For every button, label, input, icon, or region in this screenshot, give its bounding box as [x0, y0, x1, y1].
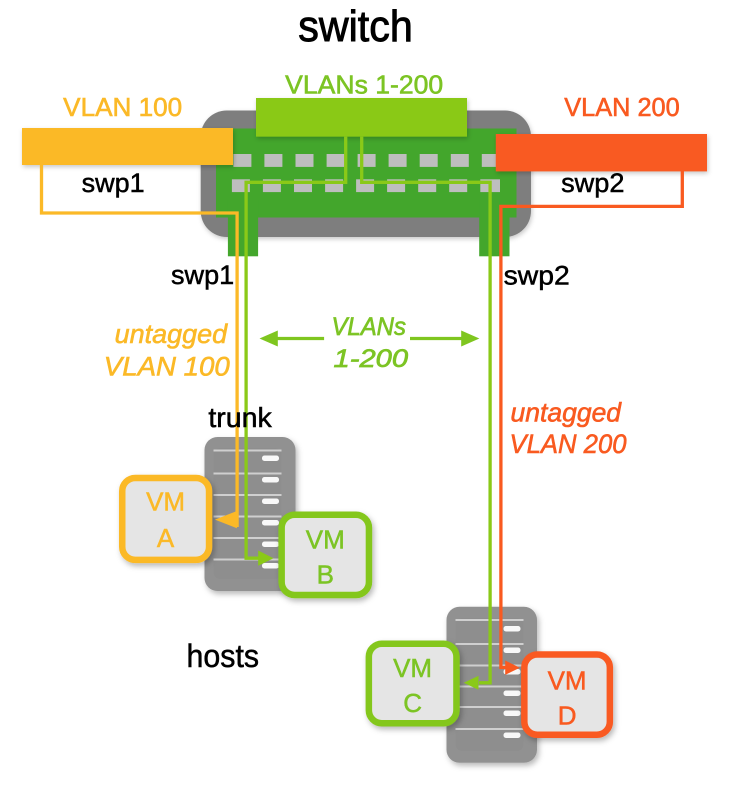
- svg-text:untagged: untagged: [511, 398, 623, 428]
- svg-text:A: A: [157, 523, 175, 553]
- svg-text:VM: VM: [306, 525, 345, 555]
- svg-text:VLANs 1-200: VLANs 1-200: [285, 72, 443, 100]
- svg-text:VM: VM: [393, 653, 432, 683]
- svg-text:swp2: swp2: [561, 168, 624, 198]
- svg-text:VLAN 200: VLAN 200: [564, 94, 680, 122]
- svg-text:trunk: trunk: [208, 402, 272, 433]
- svg-text:VM: VM: [146, 487, 185, 517]
- svg-text:swp1: swp1: [82, 168, 145, 198]
- svg-text:VLAN 100: VLAN 100: [63, 94, 182, 122]
- svg-text:VM: VM: [548, 666, 587, 696]
- svg-text:B: B: [317, 560, 334, 590]
- svg-text:VLAN 200: VLAN 200: [510, 429, 627, 459]
- svg-text:VLANs: VLANs: [331, 313, 406, 341]
- svg-text:untagged: untagged: [115, 319, 228, 349]
- svg-text:D: D: [558, 701, 577, 731]
- svg-text:switch: switch: [298, 3, 413, 51]
- svg-text:1-200: 1-200: [334, 345, 409, 373]
- svg-text:VLAN 100: VLAN 100: [104, 352, 230, 382]
- svg-text:swp2: swp2: [504, 261, 570, 291]
- svg-text:swp1: swp1: [171, 260, 234, 290]
- svg-text:hosts: hosts: [187, 638, 260, 674]
- svg-text:C: C: [403, 688, 422, 718]
